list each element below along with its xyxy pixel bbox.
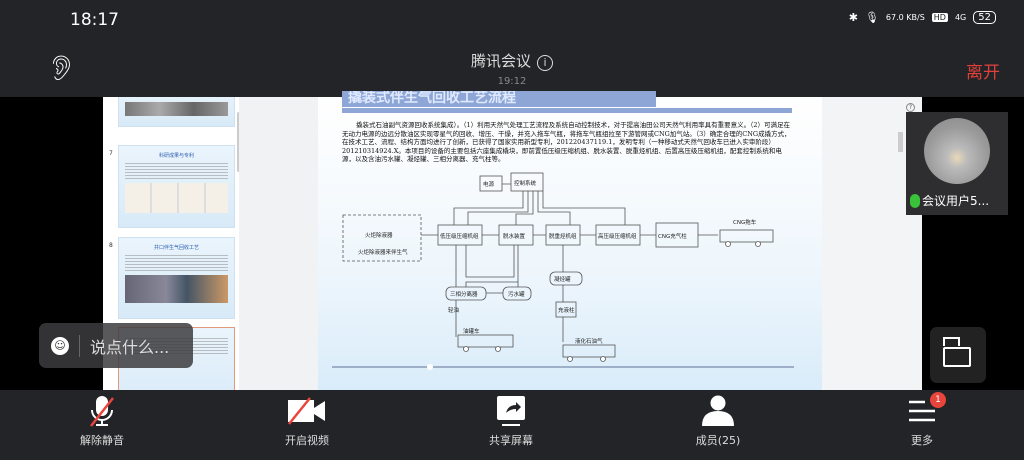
current-slide: 撬装式伴生气回收工艺流程 撬装式石油副气资源回收系统集成）。（1）利用天然气处理… — [318, 91, 822, 390]
title-text: 腾讯会议 — [470, 52, 531, 70]
slide-thumbnails: 7 科研成果与专利 8 井口伴生气回收工艺 — [103, 97, 239, 390]
node-control: 控制系统 — [514, 179, 537, 187]
chat-placeholder: 说点什么... — [90, 337, 170, 357]
start-video-label: 开启视频 — [285, 434, 329, 447]
oil-truck-label: 油罐车 — [463, 327, 480, 335]
rotate-icon — [943, 337, 960, 346]
rotate-icon-frame — [943, 347, 971, 367]
node-wastewater: 污水罐 — [508, 290, 525, 298]
info-icon[interactable]: i — [537, 55, 553, 71]
hd-icon: HD — [931, 13, 948, 22]
thumbnail-scrollbar[interactable] — [237, 112, 239, 172]
chat-input[interactable]: ☺ 说点什么... — [39, 323, 193, 368]
node-cng-column: CNG充气柱 — [658, 232, 687, 240]
node-power: 电源 — [483, 180, 495, 188]
more-button[interactable]: 更多 1 — [862, 390, 982, 460]
slide-title: 撬装式伴生气回收工艺流程 — [342, 91, 656, 107]
emoji-icon[interactable]: ☺ — [51, 336, 69, 355]
menu-icon — [862, 390, 982, 432]
more-label: 更多 — [911, 434, 933, 447]
thumb-num: 8 — [109, 242, 113, 249]
node-dehydration: 脱水装置 — [503, 232, 526, 240]
mic-status-icon: 🎙 — [864, 11, 879, 24]
divider — [79, 334, 80, 357]
thumb-title: 井口伴生气回收工艺 — [153, 245, 199, 251]
status-icons: ✱ 🎙 67.0 KB/S HD 4G 52 — [849, 11, 996, 24]
thumb-title: 科研成果与专利 — [158, 153, 194, 159]
thumbnail-7[interactable]: 7 科研成果与专利 — [109, 145, 235, 228]
slide-progress-marker — [427, 364, 433, 370]
top-bar: 18:17 ✱ 🎙 67.0 KB/S HD 4G 52 👂︎ 腾讯会议 i 19… — [0, 0, 1024, 97]
node-condensate: 凝烃罐 — [554, 275, 571, 283]
members-icon — [658, 390, 778, 432]
start-video-button[interactable]: 开启视频 — [247, 390, 367, 460]
title-underline — [342, 108, 792, 113]
bottom-toolbar: 解除静音 开启视频 共享屏幕 成员(25) 更多 1 — [0, 390, 1024, 460]
leave-button[interactable]: 离开 — [966, 63, 1000, 83]
source-caption: 火炬除液器来伴生气 — [358, 248, 408, 256]
slide-paragraph: 撬装式石油副气资源回收系统集成）。（1）利用天然气处理工艺流程及系统自动控制技术… — [342, 121, 791, 164]
bluetooth-icon: ✱ — [848, 11, 858, 24]
share-screen-icon — [451, 390, 571, 432]
thumb-num: 7 — [109, 150, 113, 157]
earpiece-icon[interactable]: 👂︎ — [46, 54, 77, 82]
participant-name: 会议用户5... — [922, 194, 990, 208]
right-pane — [822, 97, 922, 390]
members-label: 成员(25) — [695, 434, 741, 447]
unmute-button[interactable]: 解除静音 — [42, 390, 162, 460]
clock: 18:17 — [70, 10, 119, 30]
battery-icon: 52 — [973, 11, 996, 24]
node-liquid-column: 充液柱 — [558, 306, 575, 314]
oil-label: 轻油 — [448, 306, 460, 314]
node-separator: 三相分离器 — [450, 290, 478, 298]
notification-badge: 1 — [930, 392, 946, 408]
participant-label: 会议用户5... — [910, 192, 989, 209]
help-icon[interactable]: ? — [906, 103, 915, 112]
meeting-title[interactable]: 腾讯会议 i — [0, 50, 1024, 71]
net-speed: 67.0 KB/S — [885, 13, 925, 22]
muted-mic-icon — [42, 390, 162, 432]
meeting-duration: 19:12 — [497, 76, 527, 87]
video-off-icon — [247, 390, 367, 432]
members-button[interactable]: 成员(25) — [658, 390, 778, 460]
node-dehc: 脱重烃机组 — [549, 232, 577, 240]
participant-video[interactable]: 会议用户5... — [906, 112, 1008, 215]
thumbnail-6[interactable] — [118, 97, 235, 127]
thumbnail-8[interactable]: 8 井口伴生气回收工艺 — [109, 237, 235, 319]
unmute-label: 解除静音 — [80, 434, 124, 447]
shared-screen: 7 科研成果与专利 8 井口伴生气回收工艺 撬装式伴生气回收工艺流程 撬装式石油副气… — [103, 91, 922, 390]
lpg-label: 液化石油气 — [575, 337, 603, 345]
signal-icon: 4G — [954, 13, 967, 22]
node-source: 火炬除液器 — [365, 231, 393, 239]
vertical-scrollbar[interactable] — [898, 132, 903, 152]
mic-active-icon — [910, 193, 920, 208]
avatar — [924, 118, 990, 184]
share-screen-button[interactable]: 共享屏幕 — [451, 390, 571, 460]
rotate-screen-button[interactable] — [930, 327, 986, 383]
node-lp-compressor: 低压级压缩机组 — [440, 232, 479, 240]
process-flow-diagram: 电源 控制系统 火炬除液器 火炬除液器来伴生气 低压级压缩机组 脱水装置 脱重烃… — [332, 172, 794, 370]
share-screen-label: 共享屏幕 — [489, 434, 533, 447]
node-hp-compressor: 高压级压缩机组 — [598, 232, 637, 240]
cng-truck-label: CNG拖车 — [733, 218, 757, 226]
